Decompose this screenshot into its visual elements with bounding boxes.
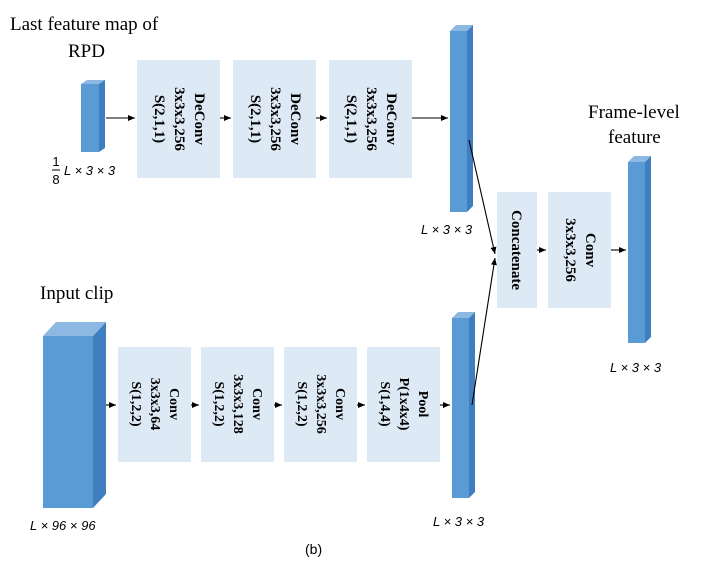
deconv-2-line3: S(2,1,1) bbox=[247, 95, 263, 143]
deconv-2-line1: DeConv bbox=[287, 93, 303, 145]
conv-3-line2: 3x3x3,256 bbox=[313, 374, 328, 434]
conv-3-line1: Conv bbox=[332, 388, 347, 420]
rpd-feature-dim: 1 8 L × 3 × 3 bbox=[52, 154, 116, 187]
conv-1-line1: Conv bbox=[166, 388, 181, 420]
connection-arrows bbox=[106, 115, 626, 408]
arrow-bottombar-to-concat bbox=[471, 257, 497, 406]
top-title-line2: RPD bbox=[68, 41, 105, 62]
deconv-3-line1: DeConv bbox=[383, 93, 399, 145]
pool-line3: S(1,4,4) bbox=[377, 381, 392, 426]
frame-level-bar bbox=[628, 156, 651, 343]
figure-caption: (b) bbox=[305, 541, 322, 557]
frame-level-label-line1: Frame-level bbox=[588, 102, 680, 123]
conv-1-line3: S(1,2,2) bbox=[128, 381, 143, 426]
pool-line2: P(1x4x4) bbox=[396, 378, 411, 431]
deconv-3-line2: 3x3x3,256 bbox=[363, 87, 379, 151]
pool-block: Pool P(1x4x4) S(1,4,4) bbox=[367, 347, 440, 462]
top-output-dim: L × 3 × 3 bbox=[421, 222, 473, 237]
frame-level-label-line2: feature bbox=[608, 127, 661, 148]
bottom-output-dim: L × 3 × 3 bbox=[433, 514, 485, 529]
frac-num: 1 bbox=[52, 154, 59, 169]
conv-2-line1: Conv bbox=[249, 388, 264, 420]
bottom-output-bar bbox=[452, 312, 475, 498]
deconv-2-line2: 3x3x3,256 bbox=[267, 87, 283, 151]
conv-2-line2: 3x3x3,128 bbox=[230, 374, 245, 434]
concat-label: Concatenate bbox=[508, 210, 524, 290]
pool-line1: Pool bbox=[415, 391, 430, 418]
final-conv-block: Conv 3x3x3,256 bbox=[548, 192, 611, 308]
input-clip-block bbox=[43, 322, 106, 508]
frac-rest: L × 3 × 3 bbox=[64, 163, 116, 178]
conv-1-line2: 3x3x3,64 bbox=[147, 378, 162, 431]
deconv-block-3: DeConv 3x3x3,256 S(2,1,1) bbox=[329, 60, 412, 178]
deconv-block-2: DeConv 3x3x3,256 S(2,1,1) bbox=[233, 60, 316, 178]
deconv-1-line1: DeConv bbox=[191, 93, 207, 145]
concat-block: Concatenate bbox=[497, 192, 537, 308]
conv-2-line3: S(1,2,2) bbox=[211, 381, 226, 426]
top-output-bar bbox=[450, 25, 473, 212]
arrow-topbar-to-concat bbox=[468, 139, 497, 255]
conv-block-3: Conv 3x3x3,256 S(1,2,2) bbox=[284, 347, 357, 462]
frac-den: 8 bbox=[52, 172, 59, 187]
deconv-1-line3: S(2,1,1) bbox=[151, 95, 167, 143]
rpd-feature-bar bbox=[81, 80, 105, 152]
deconv-block-1: DeConv 3x3x3,256 S(2,1,1) bbox=[137, 60, 220, 178]
final-conv-line2: 3x3x3,256 bbox=[562, 218, 578, 282]
top-title-line1: Last feature map of bbox=[10, 14, 159, 35]
input-dim: L × 96 × 96 bbox=[30, 518, 96, 533]
final-conv-line1: Conv bbox=[582, 233, 598, 268]
deconv-1-line2: 3x3x3,256 bbox=[171, 87, 187, 151]
deconv-3-line3: S(2,1,1) bbox=[343, 95, 359, 143]
input-clip-label: Input clip bbox=[40, 283, 113, 304]
conv-block-1: Conv 3x3x3,64 S(1,2,2) bbox=[118, 347, 191, 462]
conv-block-2: Conv 3x3x3,128 S(1,2,2) bbox=[201, 347, 274, 462]
conv-3-line3: S(1,2,2) bbox=[294, 381, 309, 426]
final-output-dim: L × 3 × 3 bbox=[610, 360, 662, 375]
